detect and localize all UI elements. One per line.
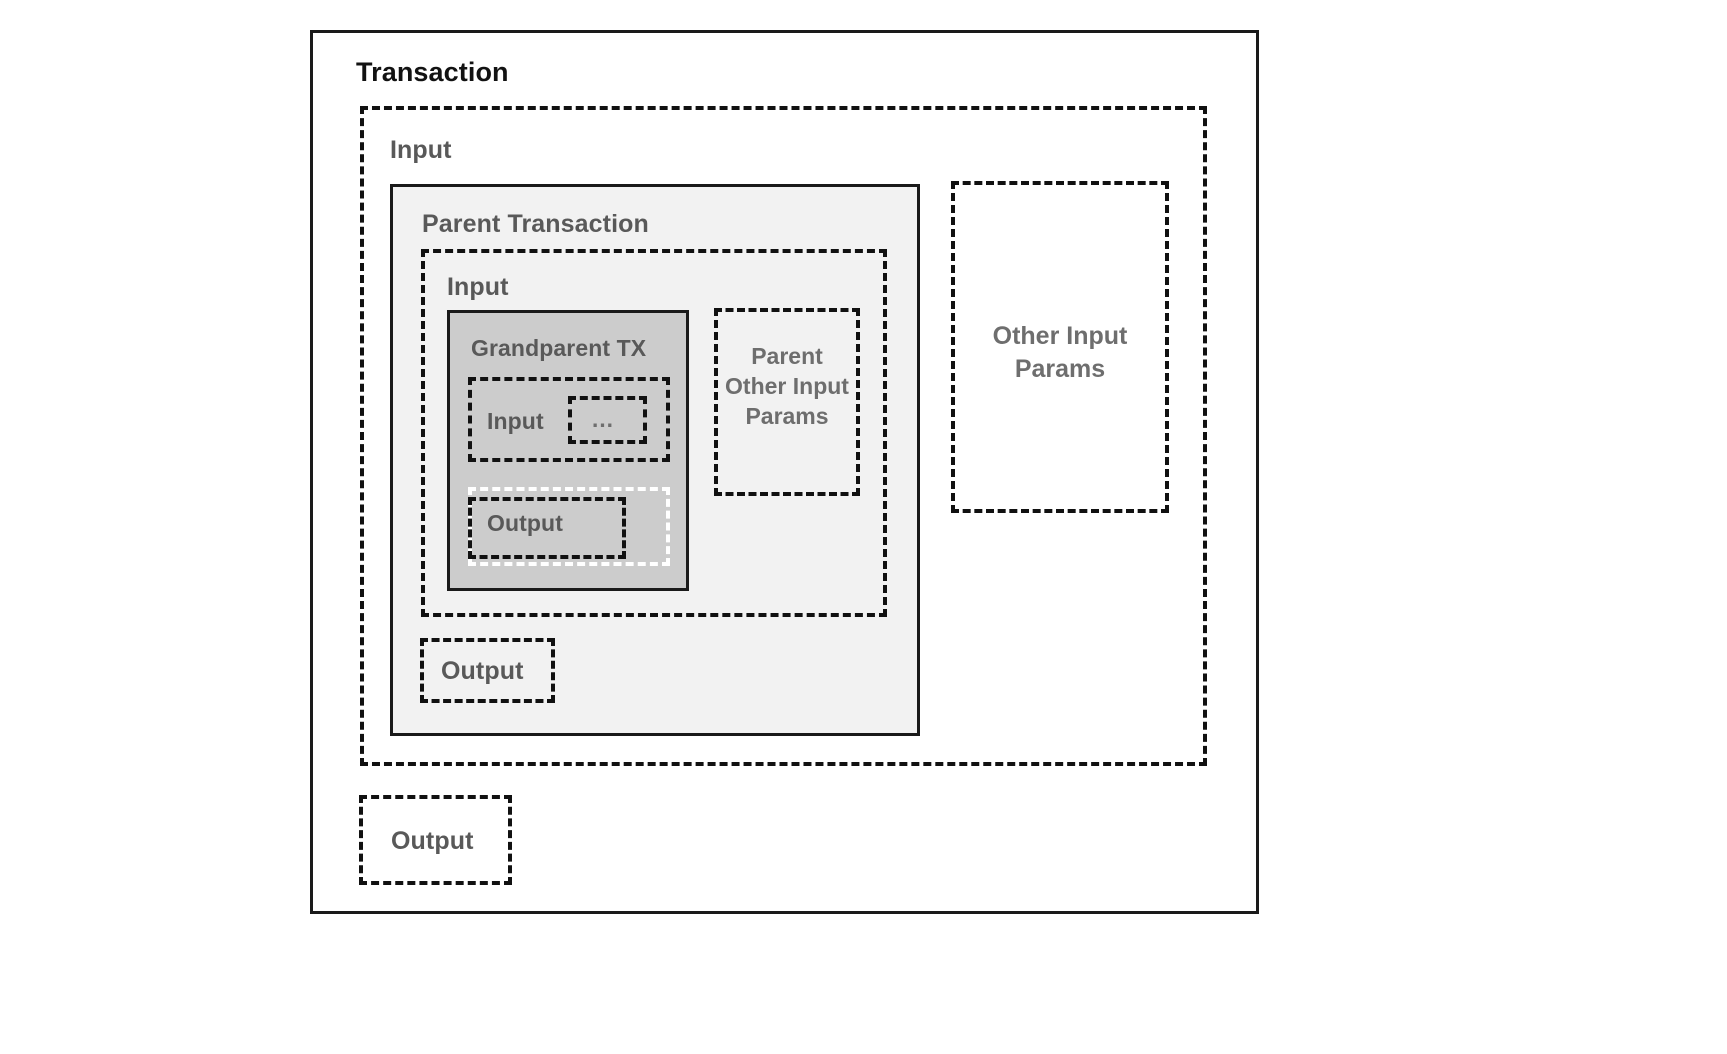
grandparent-input-title: Input: [487, 408, 544, 434]
transaction-output-title: Output: [391, 827, 474, 855]
transaction-output-box: [359, 795, 512, 885]
transaction-input-box: [360, 106, 1207, 766]
grandparent-output-box: [468, 497, 626, 559]
parent-input-box: [421, 249, 887, 617]
grandparent-transaction-title: Grandparent TX: [471, 335, 647, 361]
parent-other-input-params-label: Parent Other Input Params: [725, 343, 849, 429]
grandparent-transaction-box: [447, 310, 689, 591]
other-input-params-box: [951, 181, 1169, 513]
grandparent-input-box: [468, 377, 670, 462]
transaction-title: Transaction: [356, 57, 509, 87]
other-input-params-label: Other Input Params: [992, 322, 1128, 383]
parent-output-box: [420, 638, 555, 703]
transaction-input-title: Input: [390, 136, 452, 164]
parent-output-title: Output: [441, 657, 524, 685]
parent-other-input-params-box: [714, 308, 860, 496]
grandparent-input-ellipsis-box: [568, 396, 647, 444]
grandparent-input-ellipsis-label: …: [591, 406, 615, 432]
grandparent-output-title: Output: [487, 510, 563, 536]
parent-transaction-title: Parent Transaction: [422, 210, 649, 238]
parent-input-title: Input: [447, 273, 509, 301]
